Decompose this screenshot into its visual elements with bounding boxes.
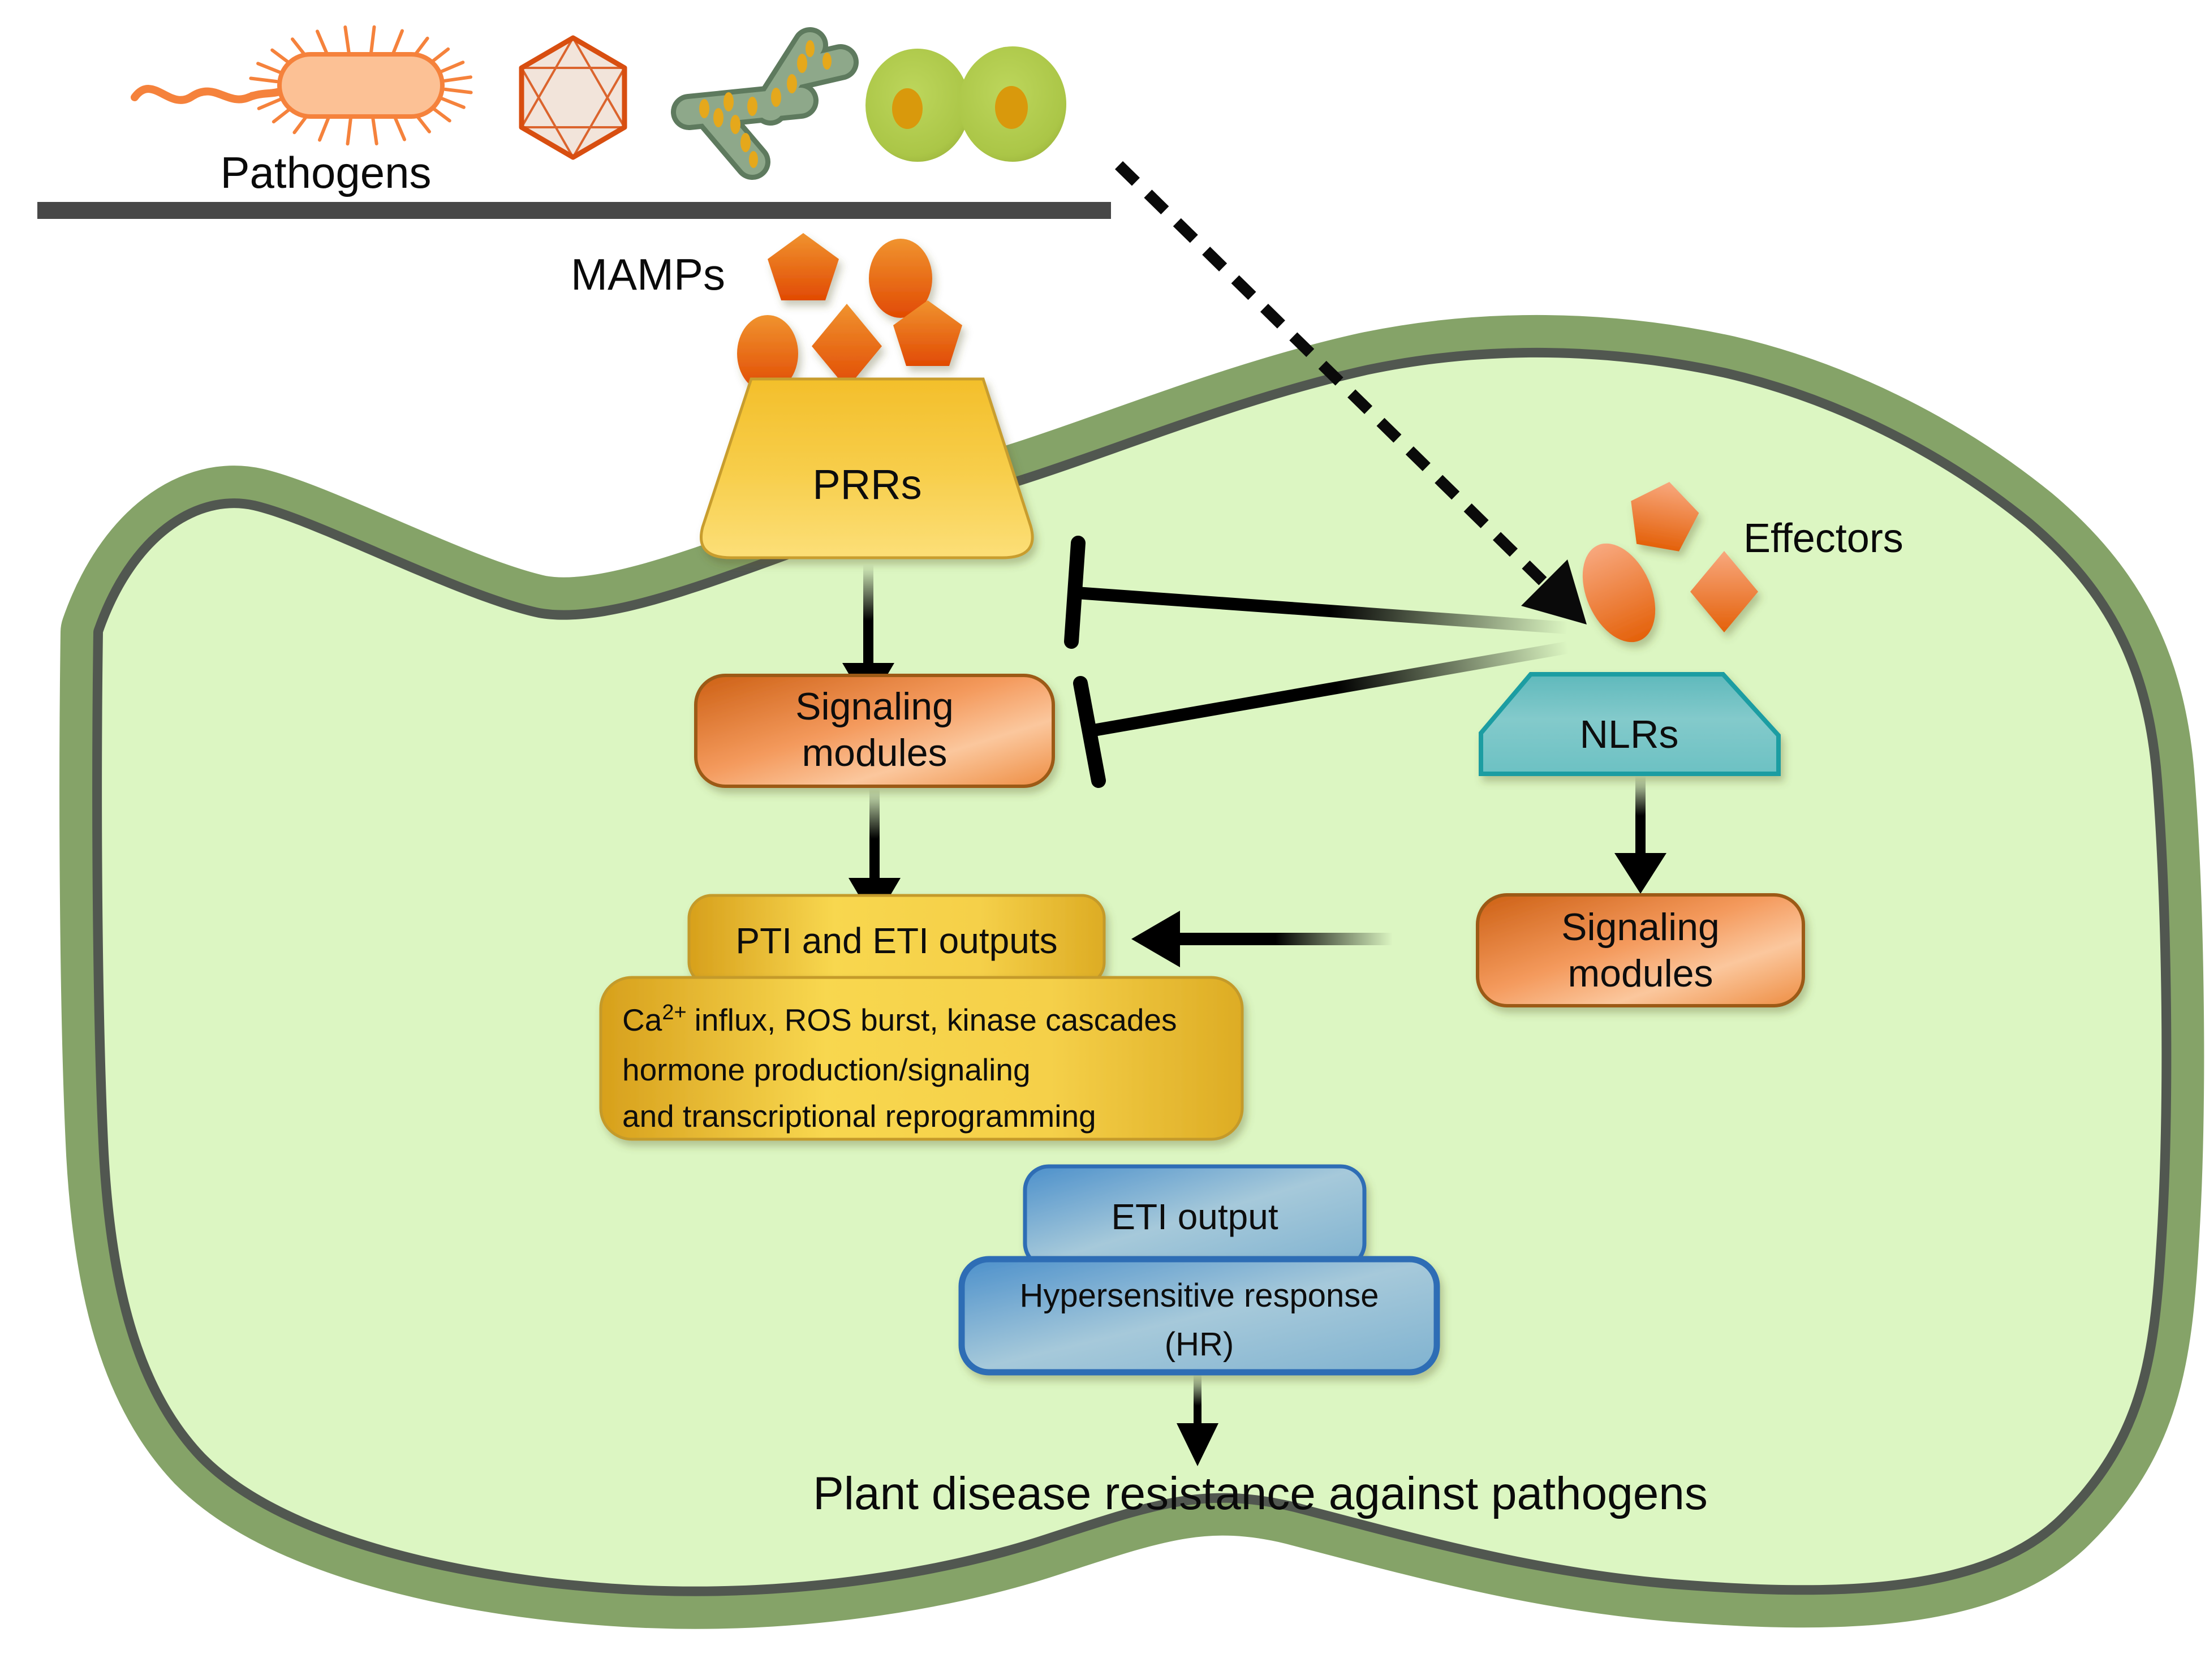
- virus-icon: [519, 35, 627, 160]
- mamp-ellipse-icon: [737, 315, 798, 392]
- signaling-left-label-line1: Signaling: [795, 685, 954, 728]
- eti-output-label: ETI output: [1111, 1196, 1278, 1237]
- bacterium-flagellum: [131, 85, 287, 104]
- nlrs-receptor: NLRs: [1479, 672, 1781, 776]
- outputs-ca: Ca: [622, 1002, 662, 1037]
- effectors-label: Effectors: [1743, 516, 1903, 561]
- resistance-label: Plant disease resistance against pathoge…: [813, 1468, 1708, 1519]
- outputs-line2: hormone production/signaling: [622, 1052, 1031, 1087]
- arrow-hr-to-resistance: [1177, 1375, 1218, 1466]
- outputs-line1: influx, ROS burst, kinase cascades: [695, 1002, 1177, 1037]
- cytoplasm: [102, 357, 2162, 1587]
- outputs-ca-sup: 2+: [662, 1001, 686, 1024]
- mamps-label: MAMPs: [571, 249, 725, 299]
- hr-label-line1: Hypersensitive response: [1019, 1277, 1379, 1314]
- inhibition-line-to-prrs: [1064, 536, 1583, 649]
- bacterium-pili: [249, 25, 473, 146]
- effectors-group: Effectors: [1582, 481, 1903, 643]
- eti-output-box: ETI output: [1023, 1164, 1367, 1269]
- parasite-cells-icon: [865, 46, 1066, 162]
- prrs-receptor: PRRs: [699, 377, 1034, 559]
- mamp-ellipse-icon: [869, 239, 932, 318]
- mamp-pentagon-icon: [768, 233, 839, 300]
- pathogen-row: Pathogens: [37, 25, 1111, 219]
- signaling-right-label-line2: modules: [1567, 952, 1713, 995]
- mamp-pentagon-icon: [893, 300, 962, 366]
- cell-nucleus: [995, 86, 1028, 129]
- signaling-left-label-line2: modules: [802, 731, 947, 774]
- prrs-label: PRRs: [812, 461, 921, 508]
- inhibition-line-to-signaling: [1073, 639, 1584, 788]
- bacterium-icon: [131, 25, 473, 146]
- cell-nucleus: [892, 88, 923, 129]
- arrow-signaling-right-to-outputs: [1131, 911, 1393, 967]
- pti-eti-outputs-box: PTI and ETI outputs: [687, 894, 1106, 987]
- pathogens-label: Pathogens: [221, 148, 432, 197]
- effector-ellipse-icon: [1582, 543, 1656, 643]
- fungus-spores: [699, 40, 832, 168]
- hr-label-line2: (HR): [1165, 1326, 1234, 1363]
- pti-eti-outputs-label: PTI and ETI outputs: [735, 920, 1057, 961]
- effector-diamond-icon: [1690, 551, 1758, 632]
- arrow-nlrs-to-signaling: [1614, 776, 1666, 894]
- effector-pentagon-icon: [1631, 481, 1699, 552]
- mamp-diamond-icon: [812, 304, 882, 389]
- signaling-modules-right-box: Signaling modules: [1476, 893, 1805, 1007]
- signaling-modules-left-box: Signaling modules: [694, 674, 1055, 788]
- outputs-line3: and transcriptional reprogramming: [622, 1099, 1096, 1134]
- outputs-detail-box: Ca2+ influx, ROS burst, kinase cascades h…: [599, 976, 1244, 1141]
- effector-delivery-dashed-arrow: [1114, 161, 1587, 624]
- signaling-right-label-line1: Signaling: [1561, 906, 1720, 949]
- mamps-group: MAMPs: [571, 233, 962, 392]
- nlrs-label: NLRs: [1579, 712, 1678, 756]
- hypersensitive-response-box: Hypersensitive response (HR): [958, 1256, 1440, 1376]
- svg-text:Ca2+influx, ROS burst, kinase: Ca2+ influx, ROS burst, kinase cascades: [622, 1001, 1177, 1037]
- fungus-icon: [671, 27, 859, 180]
